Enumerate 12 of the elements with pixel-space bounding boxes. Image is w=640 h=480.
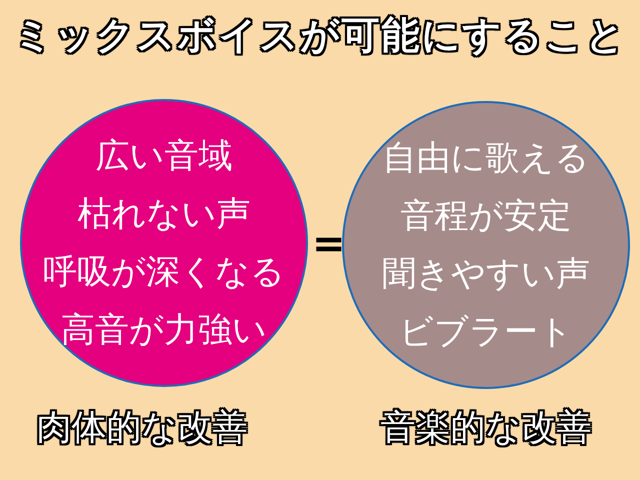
- caption-text: 音楽的な改善: [380, 407, 592, 449]
- item-text: 呼吸が深くなる: [43, 252, 285, 292]
- caption-text: 肉体的な改善: [36, 407, 248, 449]
- item-text: 枯れない声: [78, 194, 250, 234]
- item-text: ビブラート: [399, 312, 573, 352]
- title: ミックスボイスが可能にすること: [12, 12, 628, 58]
- item-text: 高音が力強い: [61, 310, 267, 350]
- item-text: 聞きやすい声: [382, 254, 590, 294]
- item-text: 広い音域: [96, 136, 232, 176]
- item-text: 自由に歌える: [382, 138, 590, 178]
- equals-sign: =: [312, 222, 346, 266]
- item-text: 音程が安定: [400, 196, 572, 236]
